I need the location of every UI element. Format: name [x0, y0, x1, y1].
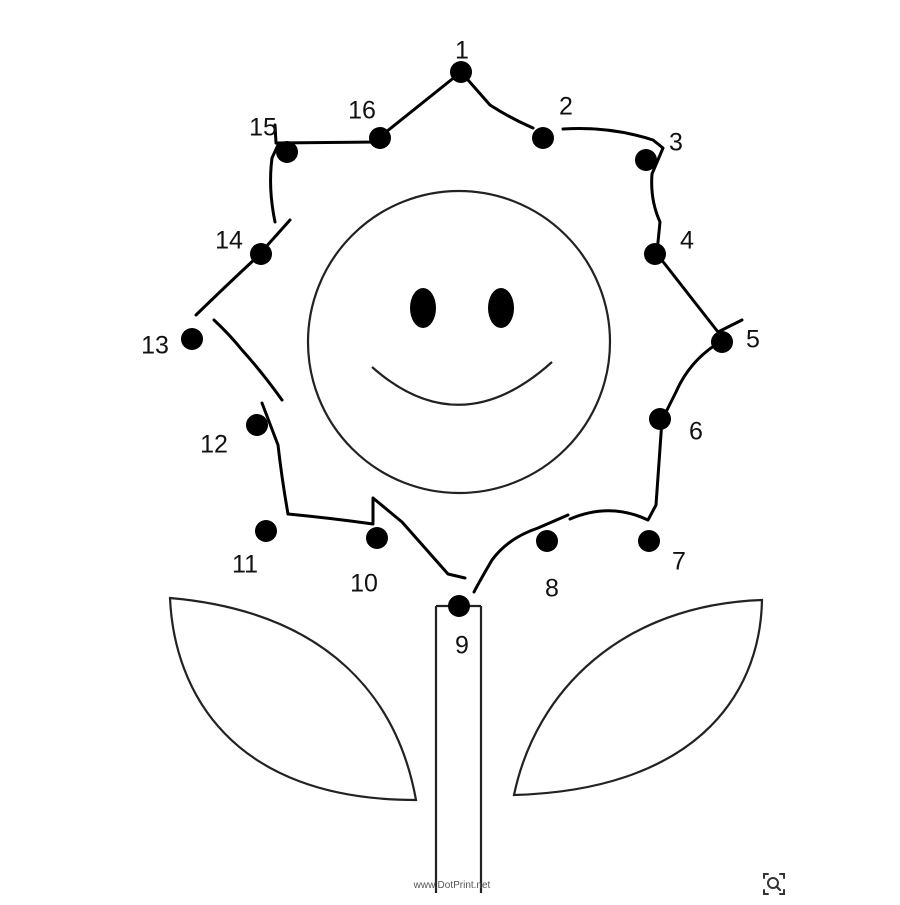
dot-number-label: 1	[455, 37, 469, 65]
dot-number-label: 4	[680, 227, 694, 255]
stroke-2-3-4	[561, 126, 665, 254]
stroke-9-10	[371, 496, 467, 580]
watermark: www.DotPrint.net	[413, 880, 491, 891]
dot-marker	[635, 149, 657, 171]
dot-1: 1	[450, 37, 472, 83]
dot-number-label: 15	[249, 114, 277, 142]
dot-marker	[536, 530, 558, 552]
dot-number-label: 16	[348, 97, 376, 125]
dot-11: 11	[232, 520, 277, 579]
stroke-10-11	[286, 512, 375, 526]
right-eye	[488, 288, 514, 328]
dot-marker	[255, 520, 277, 542]
dot-15: 15	[249, 114, 298, 163]
dot-number-label: 7	[672, 548, 686, 576]
dot-3: 3	[635, 129, 683, 171]
dot-marker	[450, 61, 472, 83]
dot-number-label: 10	[350, 570, 378, 598]
stroke-8-9	[472, 513, 570, 594]
dot-number-label: 5	[746, 326, 760, 354]
dot-12: 12	[200, 414, 268, 459]
dot-13: 13	[141, 328, 203, 360]
dot-9: 9	[448, 595, 470, 660]
stroke-12-13	[212, 318, 284, 402]
dot-marker	[644, 243, 666, 265]
dot-marker	[276, 141, 298, 163]
dot-marker	[246, 414, 268, 436]
dot-7: 7	[638, 530, 686, 576]
stroke-16-1-2	[384, 70, 535, 134]
dot-number-label: 8	[545, 575, 559, 603]
dot-marker	[649, 408, 671, 430]
dot-10: 10	[350, 527, 388, 598]
stroke-14-15	[269, 143, 280, 224]
smiley-face	[306, 189, 612, 495]
dot-16: 16	[348, 97, 391, 149]
dot-4: 4	[644, 227, 694, 265]
dot-marker	[366, 527, 388, 549]
dot-number-label: 2	[559, 93, 573, 121]
dot-marker	[369, 127, 391, 149]
dot-2: 2	[532, 93, 573, 149]
dot-marker	[638, 530, 660, 552]
stroke-11-12	[260, 401, 290, 516]
dot-8: 8	[536, 530, 559, 603]
dot-5: 5	[711, 326, 760, 354]
stroke-5-6-7	[568, 340, 722, 522]
dot-number-label: 11	[232, 551, 258, 579]
dot-number-label: 3	[669, 129, 683, 157]
dot-14: 14	[215, 227, 272, 265]
left-eye	[410, 288, 436, 328]
face-circle	[306, 189, 612, 495]
right-leaf	[512, 598, 764, 797]
stroke-13-14	[194, 218, 292, 317]
smile	[371, 361, 553, 406]
stroke-15-16	[273, 123, 380, 145]
visual-search-icon[interactable]	[758, 868, 790, 900]
dot-marker	[250, 243, 272, 265]
dot-marker	[448, 595, 470, 617]
stroke-4-5	[655, 252, 744, 334]
dot-marker	[711, 331, 733, 353]
dot-marker	[181, 328, 203, 350]
dot-number-label: 9	[455, 632, 469, 660]
dot-6: 6	[649, 408, 703, 446]
dot-number-label: 14	[215, 227, 243, 255]
left-leaf	[168, 596, 418, 802]
hand-drawn-lines	[194, 70, 744, 594]
dot-marker	[532, 127, 554, 149]
dot-number-label: 6	[689, 418, 703, 446]
dot-number-label: 12	[200, 431, 228, 459]
dot-number-label: 13	[141, 332, 169, 360]
